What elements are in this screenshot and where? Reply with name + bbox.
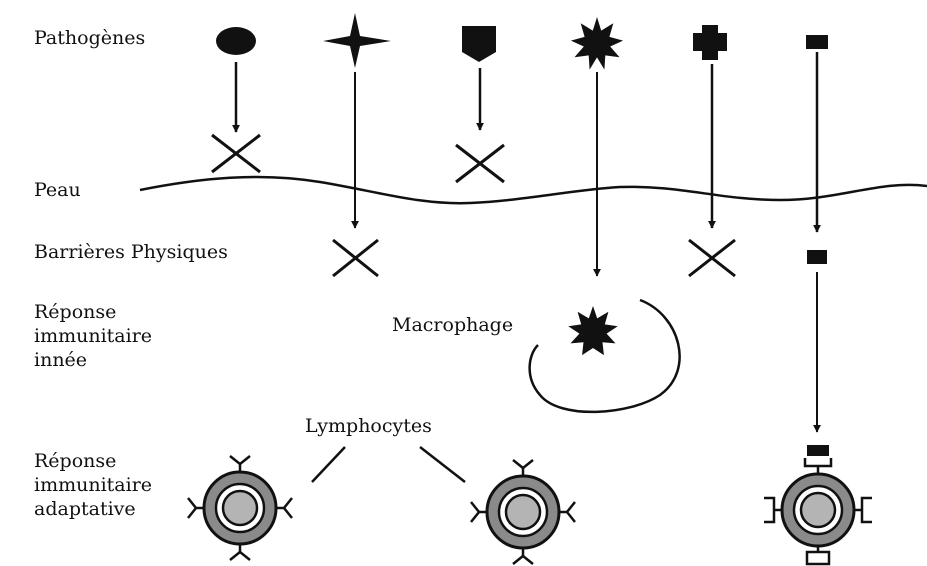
lymphocyte-cell-icon (764, 445, 872, 564)
square-pathogen-icon (806, 35, 828, 49)
cross-pathogen-icon (693, 25, 727, 60)
oval-pathogen-icon (216, 27, 256, 55)
x-mark-icon (212, 135, 260, 172)
pointer-line (420, 447, 465, 482)
spiky-star-pathogen-icon (571, 17, 623, 70)
lymphocyte-cell-icon (471, 460, 575, 564)
pentagon-pathogen-icon (462, 26, 496, 62)
lymphocyte-cell-icon (188, 456, 292, 560)
x-mark-icon (689, 240, 735, 276)
spiky-star-pathogen-icon (568, 306, 617, 355)
pointer-line (312, 447, 345, 482)
four-point-star-pathogen-icon (323, 13, 391, 68)
skin-line (140, 177, 927, 203)
x-mark-icon (333, 240, 378, 276)
x-mark-icon (456, 145, 504, 182)
square-pathogen-icon (807, 250, 827, 264)
